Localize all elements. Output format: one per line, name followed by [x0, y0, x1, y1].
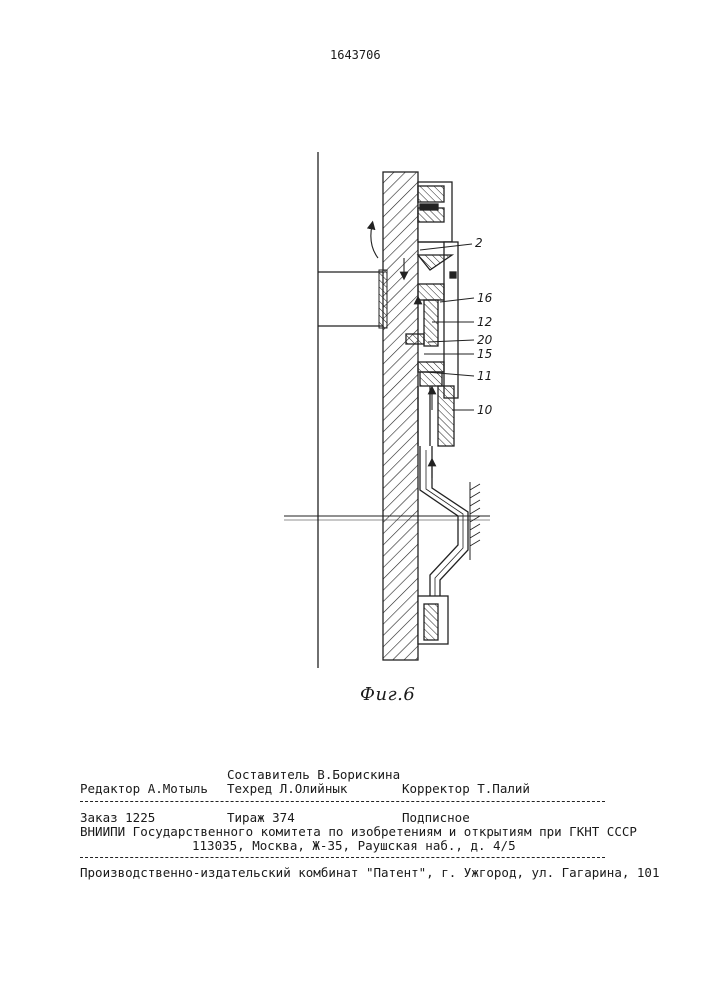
imprint-order: Заказ 1225	[80, 812, 155, 825]
divider-1	[80, 801, 605, 802]
imprint-editor: Редактор А.Мотыль	[80, 783, 208, 796]
imprint-corrector: Корректор Т.Палий	[402, 783, 530, 796]
divider-2	[80, 857, 605, 858]
callout-15: 15	[477, 347, 492, 361]
imprint-institute: ВНИИПИ Государственного комитета по изоб…	[80, 826, 637, 839]
imprint-circulation: Тираж 374	[227, 812, 295, 825]
imprint-techred: Техред Л.Олийнык	[227, 783, 347, 796]
imprint-compiler: Составитель В.Борискина	[227, 769, 400, 782]
callout-20: 20	[477, 333, 492, 347]
figure-caption: Фиг.6	[360, 684, 415, 705]
imprint-address: 113035, Москва, Ж-35, Раушская наб., д. …	[192, 840, 516, 853]
left-pipe-outline	[318, 152, 383, 668]
imprint-publisher: Производственно-издательский комбинат "П…	[80, 867, 659, 880]
lower-spring-section	[418, 446, 480, 644]
imprint-subscription: Подписное	[402, 812, 470, 825]
callout-11: 11	[477, 369, 492, 383]
callout-12: 12	[477, 315, 492, 329]
callout-10: 10	[477, 403, 492, 417]
callout-16: 16	[477, 291, 492, 305]
mandrel-section	[379, 172, 418, 660]
callout-2: 2	[475, 236, 483, 250]
